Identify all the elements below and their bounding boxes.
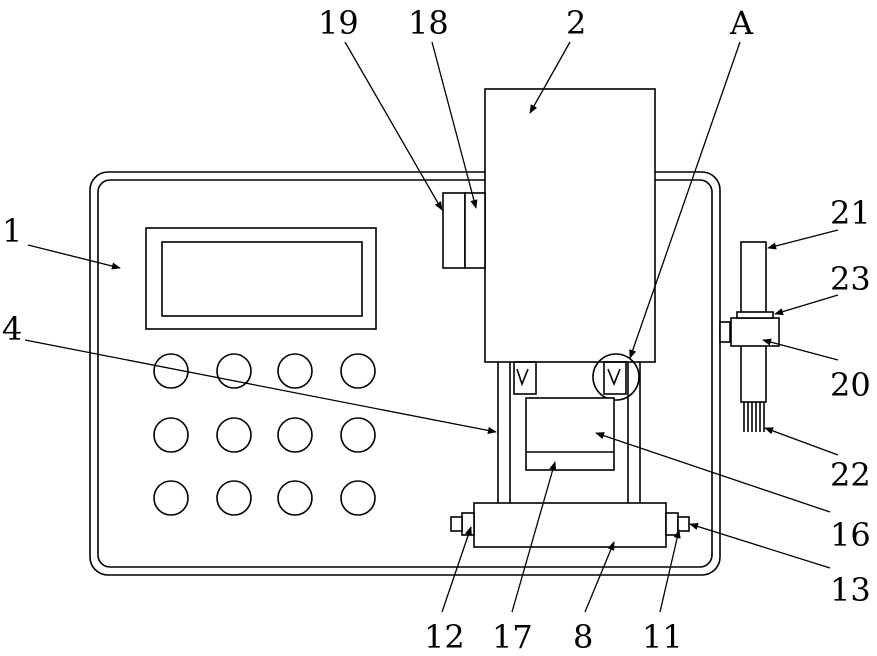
leader-23 [775, 295, 838, 314]
label-a: A [729, 4, 754, 42]
label-4: 4 [2, 310, 22, 348]
leader-16 [596, 433, 830, 512]
side-blocks [443, 193, 485, 268]
keypad-button [278, 418, 312, 452]
bottom-roller [451, 503, 689, 547]
label-8: 8 [573, 618, 593, 656]
keypad-button [154, 418, 188, 452]
keypad-button [278, 481, 312, 515]
keypad-button [154, 481, 188, 515]
leader-lines [25, 42, 838, 612]
leader-18 [432, 42, 476, 208]
label-11: 11 [642, 618, 683, 656]
label-21: 21 [830, 194, 871, 232]
label-23: 23 [830, 260, 871, 298]
keypad-button [217, 418, 251, 452]
leader-19 [345, 42, 442, 210]
keypad-button [341, 418, 375, 452]
leader-21 [768, 230, 838, 248]
label-22: 22 [830, 456, 871, 494]
clip-left [514, 362, 536, 394]
side-pen-assembly [720, 242, 779, 432]
leader-22 [765, 428, 838, 455]
keypad-button [341, 354, 375, 388]
label-16: 16 [830, 516, 871, 554]
leader-20 [763, 340, 838, 360]
clip-right [604, 362, 626, 394]
keypad-button [278, 354, 312, 388]
leader-8 [585, 542, 614, 612]
label-20: 20 [830, 366, 871, 404]
keypad [154, 354, 375, 515]
label-2: 2 [566, 4, 586, 42]
leader-4 [25, 340, 496, 432]
upper-housing [485, 89, 655, 362]
label-18: 18 [408, 4, 449, 42]
label-17: 17 [492, 618, 533, 656]
keypad-button [341, 481, 375, 515]
leader-12 [442, 527, 471, 612]
label-19: 19 [318, 4, 359, 42]
label-13: 13 [830, 571, 871, 609]
leader-1 [28, 245, 120, 268]
display-screen [146, 228, 376, 329]
keypad-button [217, 481, 251, 515]
label-1: 1 [2, 212, 22, 250]
label-12: 12 [424, 618, 465, 656]
